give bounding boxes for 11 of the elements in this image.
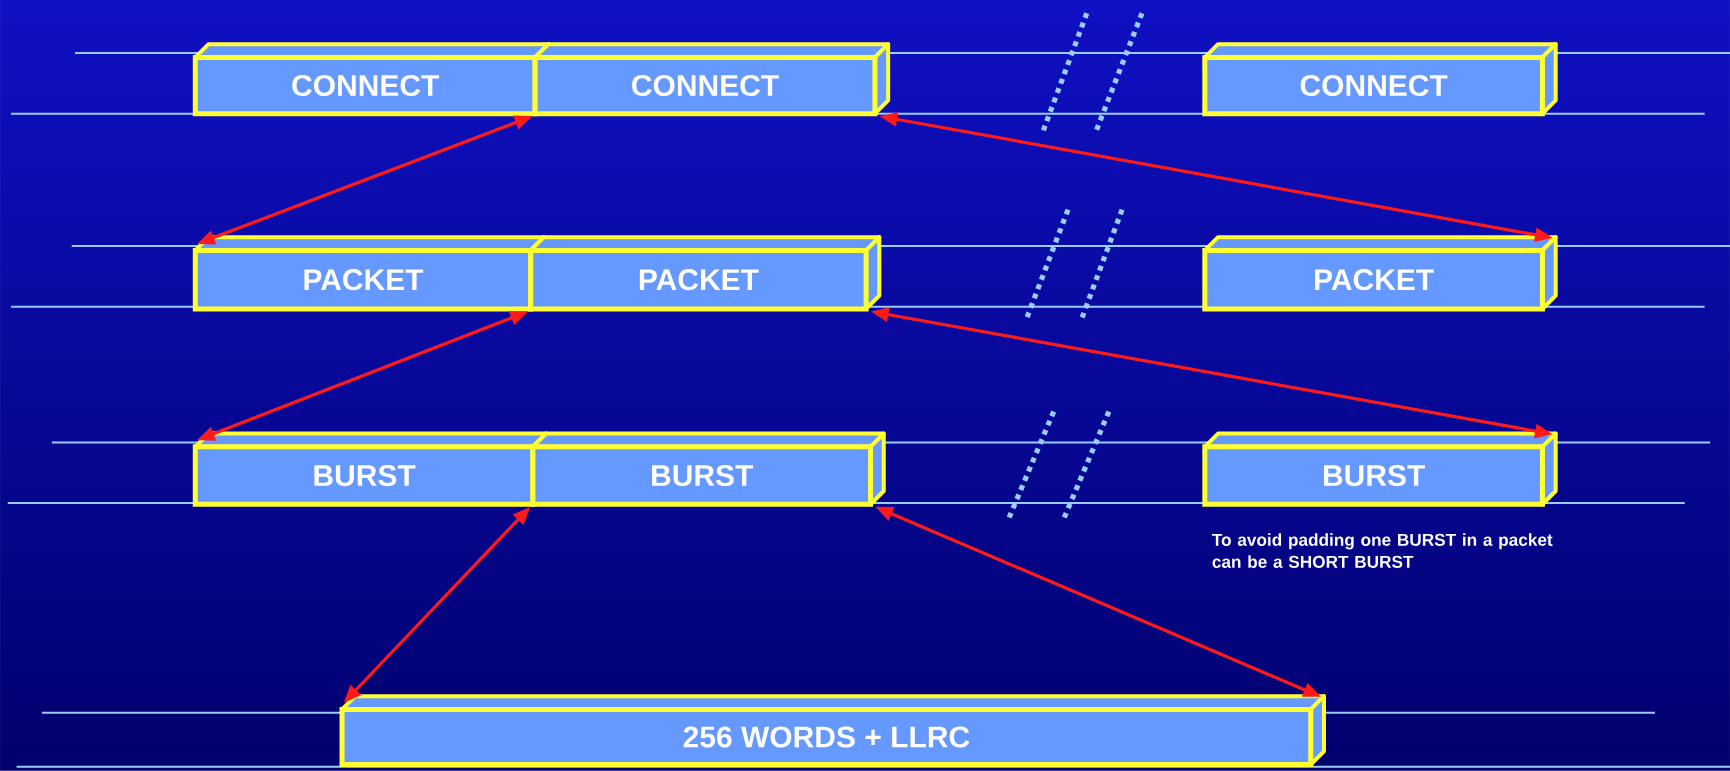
box: BURST	[192, 431, 549, 507]
box: CONNECT	[1202, 42, 1558, 117]
box: 256 WORDS + LLRC	[339, 694, 1326, 768]
box: CONNECT	[532, 42, 891, 117]
box: PACKET	[1202, 235, 1558, 312]
note: To avoid padding one BURST in a packet can be a SHORT BURST	[1212, 533, 1553, 568]
box: BURST	[530, 431, 886, 507]
box: PACKET	[192, 235, 546, 312]
box: PACKET	[528, 235, 882, 312]
box: BURST	[1202, 431, 1558, 507]
box: CONNECT	[192, 42, 551, 117]
